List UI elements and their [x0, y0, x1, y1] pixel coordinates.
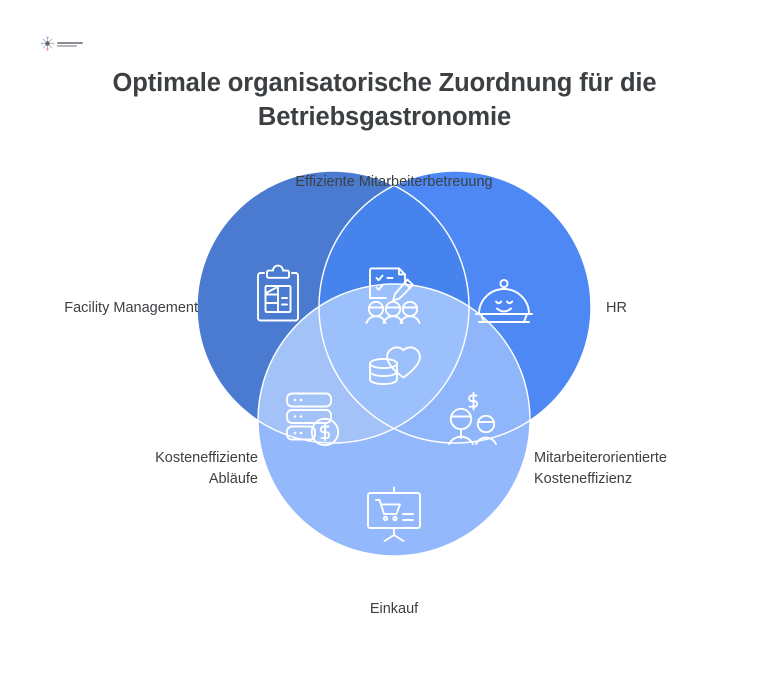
- clipboard-chart-icon: [257, 264, 299, 322]
- venn-outline-einkauf: [257, 283, 531, 557]
- server-dollar-icon: [286, 392, 340, 447]
- logo-wordmark-line-2: [57, 45, 77, 48]
- label-facility-management: Facility Management: [64, 300, 198, 316]
- label-hr: HR: [606, 300, 627, 316]
- people-dollar-icon: [448, 391, 497, 445]
- logo-mark-icon: [40, 36, 55, 51]
- label-mitarbeiterorientierte-kosteneffizienz: Mitarbeiterorientierte Kosteneffizienz: [534, 450, 667, 487]
- label-einkauf: Einkauf: [369, 601, 419, 617]
- company-logo: [40, 33, 84, 53]
- presentation-cart-icon: [367, 486, 421, 542]
- food-cloche-smile-icon: [475, 278, 533, 323]
- page-title-line-1: Optimale organisatorische Zuordnung für …: [112, 69, 657, 98]
- logo-wordmark: [57, 39, 83, 48]
- label-kosteneffiziente-ablaeufe: Kosteneffiziente Abläufe: [155, 450, 258, 487]
- coins-heart-icon: [369, 346, 421, 386]
- page-title-line-2: Betriebsgastronomie: [257, 102, 512, 131]
- checklist-pencil-people-icon: [365, 267, 421, 324]
- logo-wordmark-line-1: [57, 41, 83, 44]
- label-effiziente-mitarbeiterbetreuung: Effiziente Mitarbeiterbetreuung: [295, 174, 493, 190]
- page-title: Optimale organisatorische Zuordnung für …: [0, 67, 769, 135]
